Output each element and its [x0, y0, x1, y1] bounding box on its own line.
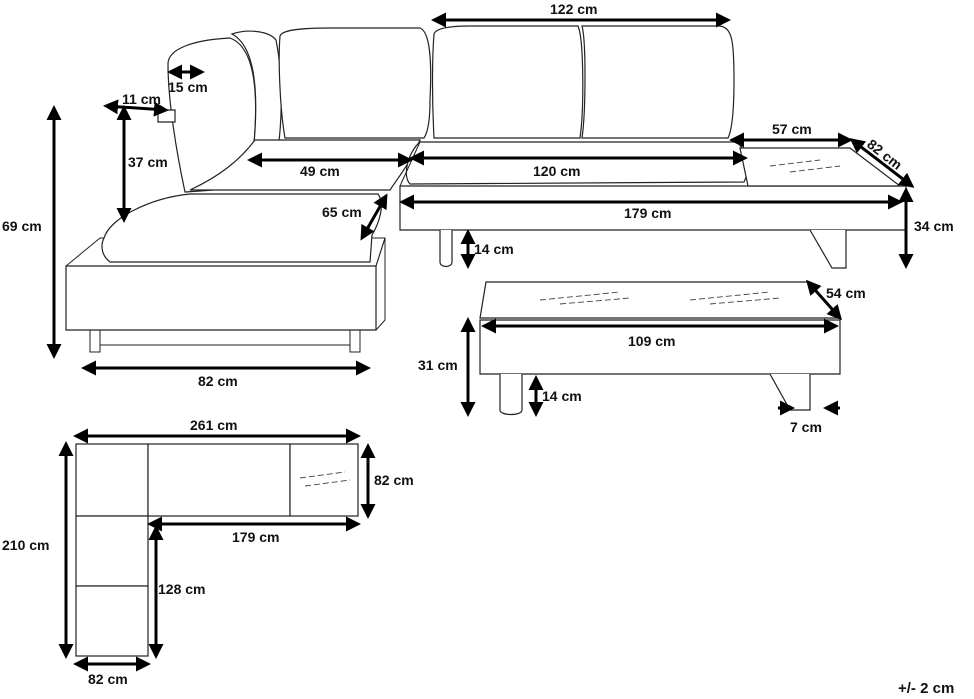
- plan-module-left-bottom: [75, 585, 149, 657]
- left-module-leg: [89, 330, 361, 353]
- label-54: 54 cm: [826, 285, 866, 301]
- label-179-plan: 179 cm: [232, 529, 279, 545]
- label-15: 15 cm: [168, 79, 208, 95]
- label-210: 210 cm: [2, 537, 49, 553]
- tolerance-note: +/- 2 cm: [898, 680, 954, 697]
- coffee-table-drawing: [479, 281, 842, 416]
- plan-module-main: [147, 443, 291, 517]
- plan-side-table: [289, 443, 359, 517]
- label-49: 49 cm: [300, 163, 340, 179]
- corner-back-cushion: [278, 27, 432, 139]
- left-module-base: [65, 265, 377, 331]
- label-37: 37 cm: [128, 154, 168, 170]
- label-65: 65 cm: [322, 204, 362, 220]
- coffee-table-leg-right: [769, 373, 811, 411]
- dimension-arrows: [46, 12, 915, 672]
- label-261: 261 cm: [190, 417, 237, 433]
- floor-plan: [75, 443, 359, 657]
- label-128: 128 cm: [158, 581, 205, 597]
- label-82-plan: 82 cm: [374, 472, 414, 488]
- main-back-cushion-1: [431, 25, 584, 139]
- label-122: 122 cm: [550, 1, 597, 17]
- label-179: 179 cm: [624, 205, 671, 221]
- label-31: 31 cm: [418, 357, 458, 373]
- label-7: 7 cm: [790, 419, 822, 435]
- sofa-leg-left: [439, 230, 453, 268]
- label-11: 11 cm: [122, 91, 161, 107]
- label-14-sofa: 14 cm: [474, 241, 514, 257]
- label-82-left: 82 cm: [198, 373, 238, 389]
- plan-module-left-top: [75, 443, 149, 517]
- label-109: 109 cm: [628, 333, 675, 349]
- coffee-table-top: [479, 281, 842, 319]
- label-14-table: 14 cm: [542, 388, 582, 404]
- plan-module-left-mid: [75, 515, 149, 587]
- label-57: 57 cm: [772, 121, 812, 137]
- label-34: 34 cm: [914, 218, 954, 234]
- label-69: 69 cm: [2, 218, 42, 234]
- main-back-cushion-2: [581, 25, 735, 139]
- label-120: 120 cm: [533, 163, 580, 179]
- sofa-leg-right: [809, 229, 847, 269]
- label-82-bottom: 82 cm: [88, 671, 128, 687]
- coffee-table-leg-left: [499, 374, 523, 416]
